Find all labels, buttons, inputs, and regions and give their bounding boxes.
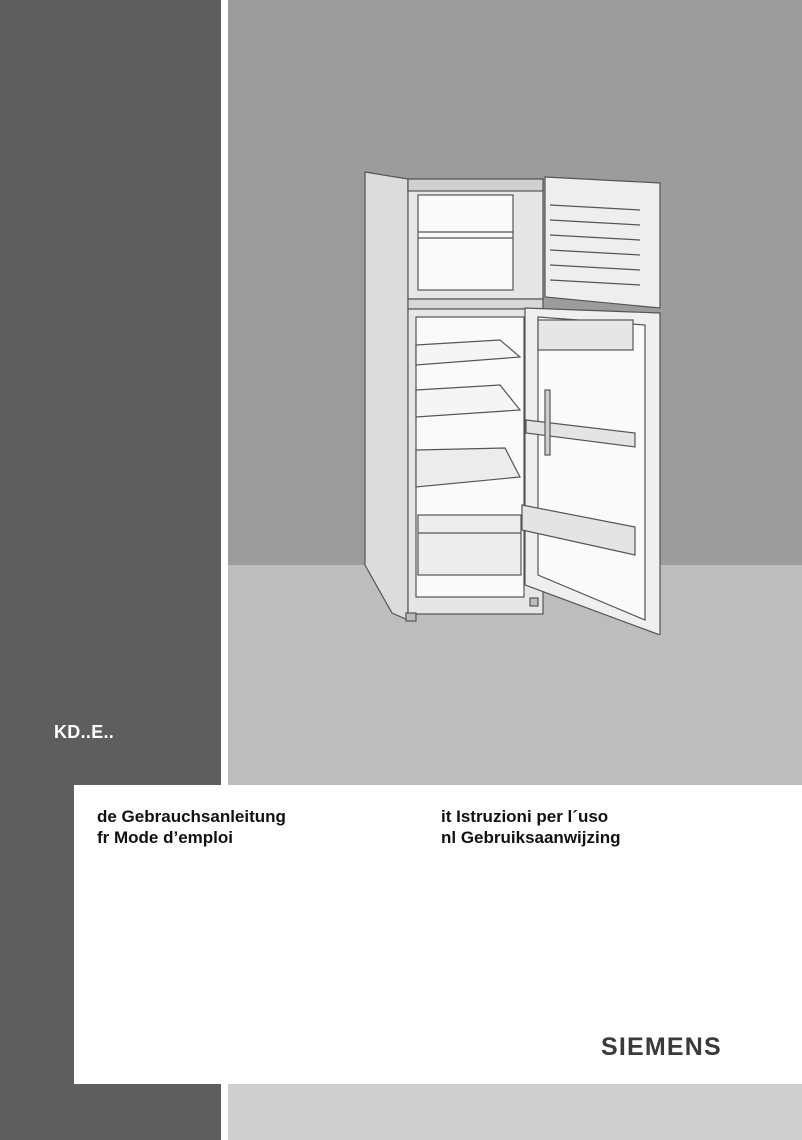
model-code: KD..E.. (54, 722, 115, 742)
language-de: de Gebrauchsanleitung (97, 807, 286, 826)
accent-bar (56, 785, 74, 1084)
language-fr: fr Mode d’emploi (97, 828, 233, 847)
languages-left: de Gebrauchsanleitung fr Mode d’emploi (97, 806, 286, 848)
languages-right: it Istruzioni per l´uso nl Gebruiksaanwi… (441, 806, 620, 848)
title-panel (56, 785, 802, 1084)
brand-logo: SIEMENS (601, 1033, 722, 1061)
fridge-freezer-illustration (364, 171, 661, 635)
divider-strip (221, 0, 228, 1140)
bottom-grey-strip (228, 1084, 802, 1140)
language-it: it Istruzioni per l´uso (441, 807, 609, 826)
language-nl: nl Gebruiksaanwijzing (441, 828, 621, 847)
